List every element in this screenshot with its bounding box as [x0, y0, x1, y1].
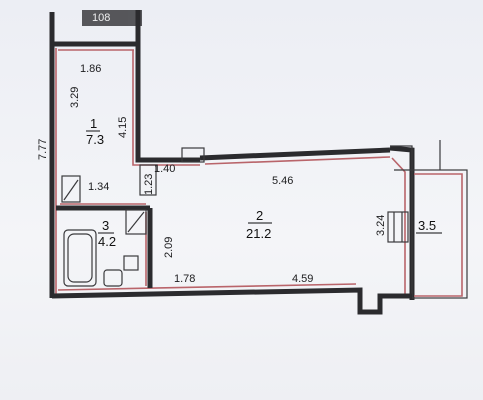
room-bath-area: 4.2: [98, 234, 116, 249]
unit-tag: 108: [82, 10, 142, 26]
toilet: [103, 269, 123, 287]
balcony-outline: [411, 169, 468, 299]
wall-hall-right: [135, 10, 200, 163]
wall-niche: [181, 147, 205, 163]
dim-main-right: 3.24: [375, 215, 387, 236]
bathtub: [63, 229, 97, 287]
room-bath-number: 3: [102, 218, 109, 233]
dim-step: 1.23: [143, 174, 155, 195]
dim-hall-inner: 4.15: [117, 117, 129, 138]
hall-door: [61, 175, 81, 203]
step: [139, 164, 157, 196]
room-hall-area: 7.3: [86, 132, 104, 147]
room-main-area: 21.2: [246, 226, 271, 241]
dim-bath-width: 1.34: [88, 181, 109, 193]
bath-door: [125, 209, 147, 235]
dim-hall-depth: 3.29: [69, 87, 81, 108]
wall-main-top: [199, 147, 391, 161]
dim-bath-depth: 2.09: [163, 237, 175, 258]
room-balcony-area: 3.5: [418, 218, 436, 233]
wall-bottom: [51, 287, 412, 315]
dim-main-bottom-right: 4.59: [292, 273, 313, 285]
dim-outer-left: 7.77: [37, 139, 49, 160]
room-hall-number: 1: [90, 116, 97, 131]
dim-main-top: 5.46: [272, 175, 293, 187]
dim-main-bottom-left: 1.78: [174, 273, 195, 285]
dim-main-left: 1.40: [154, 163, 175, 175]
dim-hall-width: 1.86: [80, 63, 101, 75]
sink: [123, 255, 139, 271]
window-right: [387, 211, 409, 243]
wall-main-right: [389, 145, 415, 300]
room-main-number: 2: [256, 208, 263, 223]
